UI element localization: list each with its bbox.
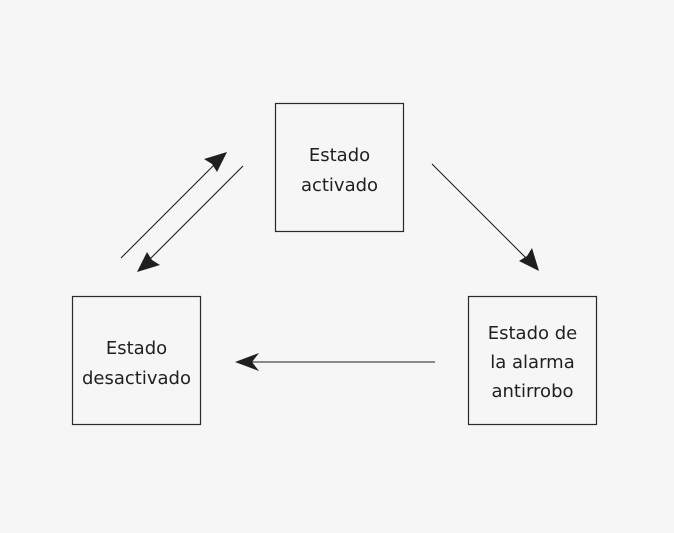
transition-activated-to-deactivated xyxy=(137,165,244,272)
state-activated-box xyxy=(274,102,405,233)
state-alarm-label-line-1: Estado de xyxy=(488,323,578,344)
arrow-line xyxy=(147,165,244,262)
arrowhead-icon xyxy=(204,152,227,172)
transition-activated-to-alarm xyxy=(431,163,539,271)
state-deactivated-label-line-1: Estado xyxy=(106,338,167,359)
state-alarm-box xyxy=(467,295,598,426)
transition-alarm-to-deactivated xyxy=(235,353,435,371)
state-activated-label-line-1: Estado xyxy=(309,145,370,166)
state-alarm-label-line-3: antirrobo xyxy=(491,381,573,402)
transition-deactivated-to-activated xyxy=(120,152,227,259)
state-deactivated-box xyxy=(71,295,202,426)
state-alarm-label-line-2: la alarma xyxy=(490,352,574,373)
state-deactivated-label-line-2: desactivado xyxy=(82,368,191,389)
arrowhead-icon xyxy=(519,248,539,271)
state-deactivated: Estado desactivado xyxy=(71,295,202,426)
arrowhead-icon xyxy=(137,252,160,272)
arrowhead-icon xyxy=(235,353,259,371)
state-activated: Estado activado xyxy=(274,102,405,233)
state-activated-label-line-2: activado xyxy=(301,175,378,196)
arrow-line xyxy=(120,162,217,259)
arrow-line xyxy=(431,163,529,261)
state-alarm: Estado de la alarma antirrobo xyxy=(467,295,598,426)
